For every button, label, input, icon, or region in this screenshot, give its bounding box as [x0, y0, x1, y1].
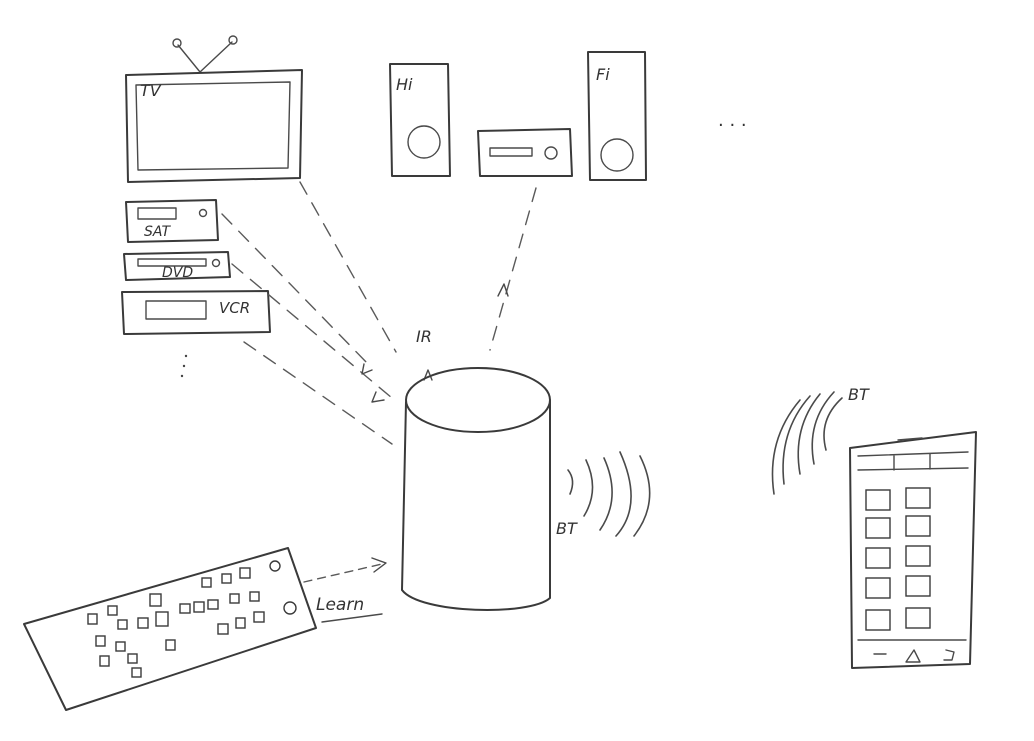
learn-underline	[321, 613, 383, 623]
vcr-label: VCR	[219, 299, 250, 317]
sat-device: SAT	[125, 199, 219, 243]
more-devices-ellipsis: . . .	[718, 110, 747, 131]
vcr-device: VCR	[121, 290, 271, 335]
hifi-device: Hi Fi	[389, 51, 647, 181]
hub-device	[401, 367, 551, 611]
remote-control	[23, 547, 317, 711]
hub-bt-label: BT	[556, 519, 578, 538]
dvd-device: DVD	[123, 251, 231, 281]
ir-label: IR	[416, 327, 432, 346]
dvd-label: DVD	[162, 265, 193, 281]
tv-device: TV	[125, 35, 303, 183]
fi-label: Fi	[596, 65, 610, 84]
learn-label: Learn	[316, 595, 364, 615]
ir-beams	[221, 181, 537, 445]
learn-arrow	[303, 557, 387, 583]
more-devices-dots	[180, 354, 188, 378]
sat-label: SAT	[144, 224, 171, 240]
hi-label: Hi	[396, 75, 413, 94]
hub-bt-waves	[567, 451, 651, 537]
smartphone	[849, 431, 977, 669]
tv-label: TV	[140, 81, 162, 100]
phone-bt-label: BT	[848, 385, 870, 404]
phone-bt-waves	[771, 391, 843, 495]
